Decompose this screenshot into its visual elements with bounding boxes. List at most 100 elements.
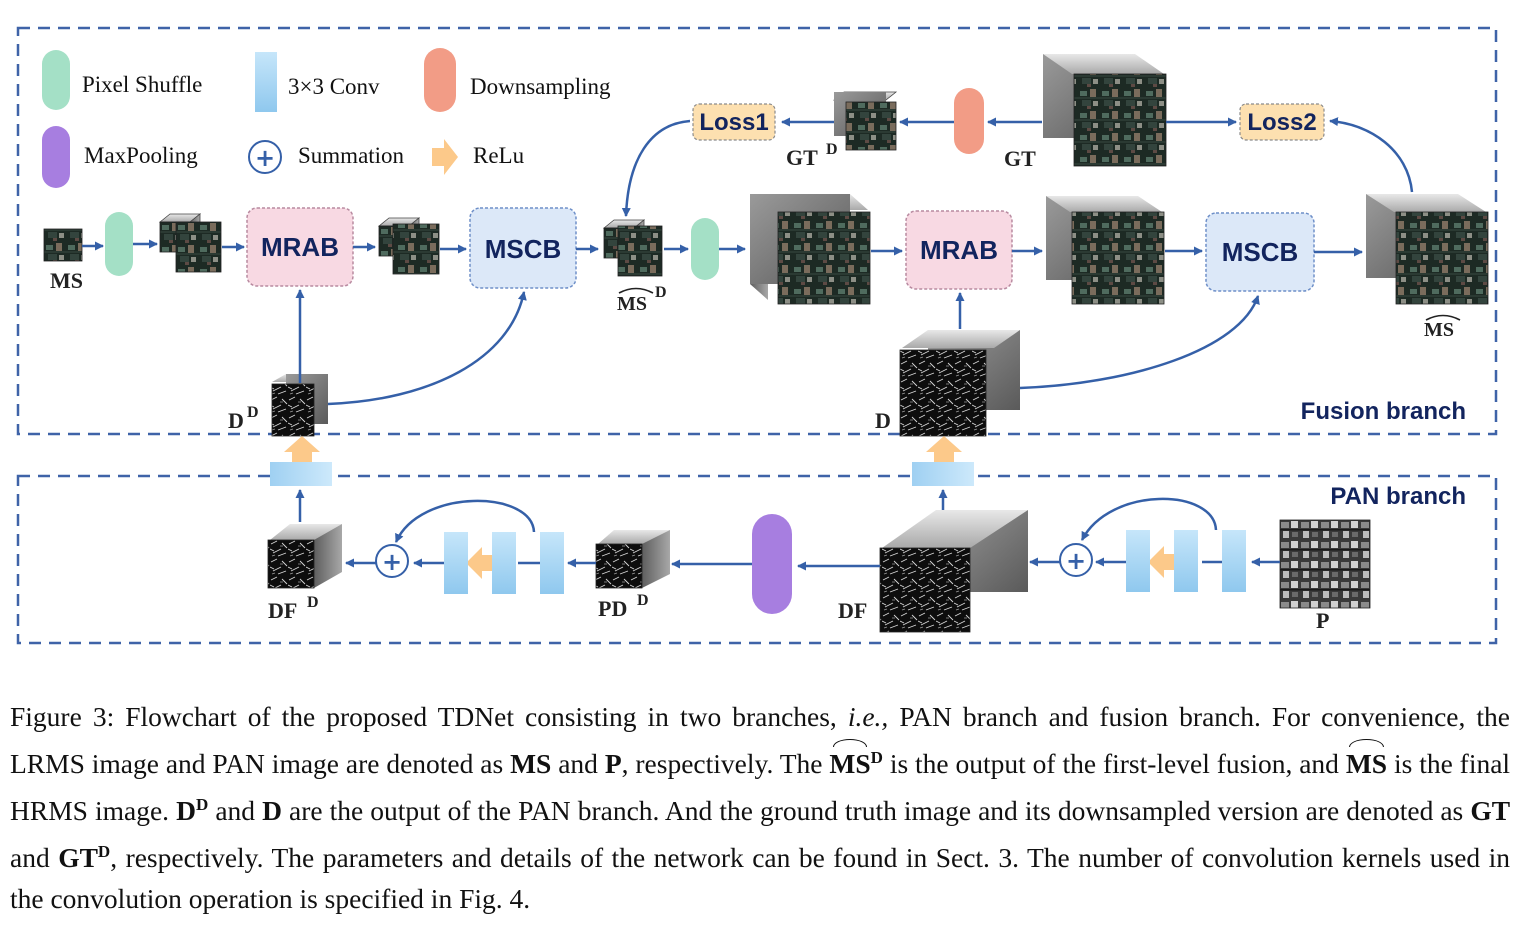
caption-ms-hat-d: MS <box>829 739 871 784</box>
svg-text:D: D <box>637 592 649 609</box>
caption-part-2: PAN branch and fusion branch. For conven… <box>10 701 1510 780</box>
caption-gt-d-sup: D <box>97 842 111 862</box>
caption-and-3: and <box>10 842 50 874</box>
pixel-shuffle-block-1 <box>105 212 133 276</box>
gt-d-label: GT D <box>786 141 838 170</box>
relu-icon <box>432 139 458 175</box>
legend-downsampling: Downsampling <box>470 74 611 99</box>
figure-caption: Figure 3: Flowchart of the proposed TDNe… <box>10 696 1510 919</box>
loss1-block[interactable] <box>692 103 776 141</box>
legend-maxpooling: MaxPooling <box>84 143 198 168</box>
pan-branch-label: PAN branch <box>1330 483 1466 510</box>
relu-df-1 <box>466 547 492 579</box>
conv-block-pan-1 <box>1126 530 1150 592</box>
df-d-cube <box>267 524 342 589</box>
summation-node-1: + <box>375 544 409 578</box>
d-cube <box>899 330 1020 437</box>
pd-d-label: PD D <box>598 592 649 621</box>
legend-pixel-shuffle: Pixel Shuffle <box>82 72 202 97</box>
conv-icon <box>255 52 277 112</box>
summation-node-2: + <box>1059 543 1093 577</box>
conv-block-pan-3 <box>1222 530 1246 592</box>
svg-text:+: + <box>255 144 275 172</box>
svg-text:MS: MS <box>1424 319 1454 341</box>
legend-conv: 3×3 Conv <box>288 74 380 99</box>
mscb-label-1: MSCB <box>485 234 562 264</box>
svg-text:D: D <box>247 404 259 421</box>
svg-text:DF: DF <box>268 598 297 623</box>
caption-part-1: Figure 3: Flowchart of the proposed TDNe… <box>10 701 837 732</box>
caption-d-d: D <box>176 795 196 827</box>
legend-relu: ReLu <box>473 143 525 168</box>
ms-hat-cube <box>1366 194 1489 305</box>
caption-part-7: , respectively. The parameters and detai… <box>10 842 1511 915</box>
caption-d-d-sup: D <box>195 795 209 815</box>
caption-ms-hat: MS <box>1346 739 1387 784</box>
ms-hat-d-label: MS D <box>617 284 667 315</box>
d-d-label: D D <box>228 404 259 433</box>
mrab-label-2: MRAB <box>920 235 998 265</box>
pd-d-cube <box>595 530 670 589</box>
feature-cube-4 <box>1046 196 1165 305</box>
caption-gt: GT <box>1470 795 1511 827</box>
maxpooling-block <box>752 514 792 614</box>
conv-to-d <box>912 462 974 486</box>
pixel-shuffle-block-2 <box>691 218 719 280</box>
conv-to-dd <box>270 462 332 486</box>
df-d-label: DF D <box>268 594 319 623</box>
pan-branch-frame <box>16 474 1498 645</box>
caption-p: P <box>604 748 622 780</box>
legend-summation: Summation <box>298 143 405 168</box>
caption-and-2: and <box>215 795 256 827</box>
svg-text:D: D <box>826 141 838 158</box>
caption-gt-d: GT <box>58 842 98 874</box>
gt-label: GT <box>1004 146 1036 171</box>
fusion-branch-frame <box>16 26 1498 436</box>
caption-ie: i.e., <box>847 701 889 732</box>
p-label: P <box>1316 608 1329 633</box>
conv-block-df-2 <box>492 532 516 594</box>
summation-icon: + <box>248 140 282 174</box>
downsampling-block <box>954 88 984 154</box>
d-label: D <box>875 408 891 433</box>
feature-cube-3 <box>750 194 871 305</box>
df-label: DF <box>838 598 867 623</box>
caption-d: D <box>262 795 282 827</box>
gt-cube <box>1043 54 1167 167</box>
ms-image <box>43 228 83 262</box>
p-image <box>1279 519 1371 609</box>
df-cube <box>879 510 1028 633</box>
caption-and-1: and <box>558 748 598 780</box>
loss2-label: Loss2 <box>1247 109 1316 136</box>
maxpooling-icon <box>42 126 70 188</box>
d-d-cube <box>271 374 328 437</box>
loss2-block[interactable] <box>1239 103 1325 141</box>
conv-block-pan-2 <box>1174 530 1198 592</box>
mrab-label-1: MRAB <box>261 232 339 262</box>
caption-part-4: is the output of the first-level fusion,… <box>889 748 1339 780</box>
svg-text:+: + <box>382 548 402 576</box>
downsampling-icon <box>424 48 456 112</box>
svg-text:D: D <box>655 284 667 301</box>
conv-block-df-1 <box>444 532 468 594</box>
ms-hat-label: MS <box>1424 314 1461 341</box>
svg-text:D: D <box>228 408 244 433</box>
relu-up-1 <box>284 436 320 462</box>
relu-up-2 <box>926 436 962 462</box>
caption-part-5: is the final HRMS image. <box>10 748 1511 827</box>
relu-pan-1 <box>1148 546 1174 578</box>
svg-text:PD: PD <box>598 596 627 621</box>
caption-ms-hat-d-sup: D <box>870 748 883 767</box>
fusion-branch-label: Fusion branch <box>1301 398 1466 425</box>
tdnet-flowchart: Fusion branch PAN branch Pixel Shuffle 3… <box>16 26 1498 645</box>
caption-part-6: are the output of the PAN branch. And th… <box>289 795 1464 827</box>
feature-cube-1 <box>175 221 222 273</box>
pixel-shuffle-icon <box>42 50 70 110</box>
svg-text:MS: MS <box>617 293 647 315</box>
gt-d-cube <box>832 91 898 151</box>
svg-text:+: + <box>1066 547 1086 575</box>
ms-label: MS <box>50 268 83 293</box>
conv-block-df-3 <box>540 532 564 594</box>
loss1-label: Loss1 <box>699 109 768 136</box>
mscb-label-2: MSCB <box>1222 237 1299 267</box>
